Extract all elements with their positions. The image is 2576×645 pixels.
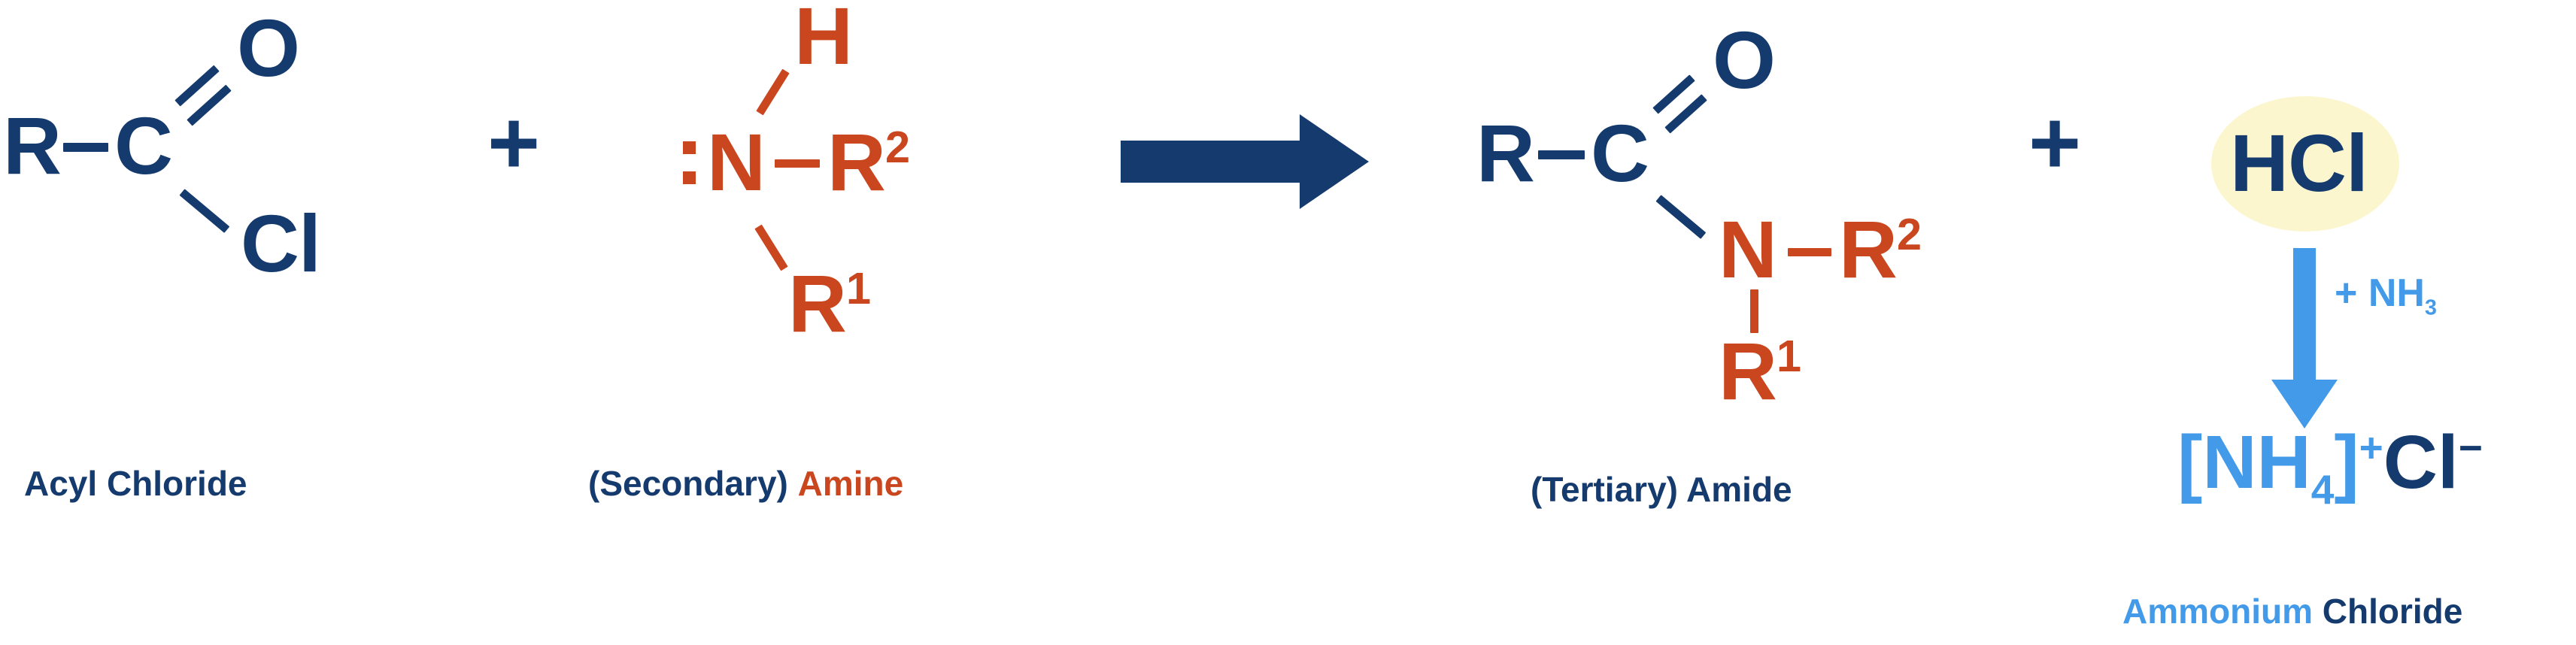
- amine-n-h-bond: [756, 68, 790, 116]
- acyl-chloride-caption: Acyl Chloride: [24, 466, 247, 501]
- amide-o-atom: O: [1713, 14, 1776, 105]
- amine-r2-letter: R: [827, 117, 886, 207]
- acyl-chloride-c-cl-bond: [179, 189, 230, 233]
- amine-lone-pair-dot-bottom: [683, 171, 696, 184]
- amine-lone-pair-dot-top: [683, 141, 696, 154]
- chloride-anion: Cl: [2383, 420, 2459, 504]
- acyl-chloride-r-c-bond: [63, 143, 108, 152]
- side-reaction-plus: +: [2335, 271, 2358, 315]
- amide-r2-group: R2: [1839, 209, 1922, 290]
- plus-sign-reactants: +: [487, 98, 540, 188]
- amine-caption-prefix: (Secondary): [588, 464, 788, 503]
- amide-r1-letter: R: [1719, 326, 1777, 416]
- amine-caption: (Secondary) Amine: [588, 466, 903, 501]
- hcl-highlight: [2211, 96, 2399, 232]
- amine-h-atom: H: [794, 0, 853, 81]
- acyl-chloride-c-atom: C: [114, 100, 173, 191]
- amide-caption: (Tertiary) Amide: [1531, 472, 1792, 507]
- side-reaction-reagent-space: [2357, 271, 2368, 315]
- side-reaction-reagent-subscript: 3: [2424, 295, 2437, 320]
- acyl-chloride-o-atom: O: [237, 2, 300, 93]
- plus-sign-reactants-glyph: +: [487, 92, 541, 193]
- side-reaction-arrow-svg: [2271, 248, 2338, 428]
- reaction-arrow: [1121, 113, 1369, 210]
- amide-n-atom: N: [1719, 204, 1777, 295]
- ammonium-bracket-close: ]: [2334, 420, 2359, 504]
- amine-n-r2-bond: [775, 159, 820, 168]
- chloride-charge: −: [2458, 424, 2483, 471]
- acyl-chloride-r-atom: R: [3, 100, 62, 191]
- acyl-chloride-structure: R C O Cl: [0, 0, 481, 316]
- amine-caption-name: Amine: [797, 464, 904, 503]
- plus-sign-products: +: [2028, 98, 2081, 188]
- amide-n-r1-bond: [1750, 289, 1758, 333]
- side-reaction-reagent-formula: NH: [2368, 271, 2425, 315]
- ammonium-chloride-caption: Ammonium Chloride: [2122, 594, 2462, 628]
- side-reaction-arrow: [2271, 248, 2347, 432]
- amide-c-n-bond: [1655, 195, 1707, 239]
- amine-r1-group: R1: [788, 263, 871, 344]
- ammonium-chloride-formula: [NH4]+Cl−: [2177, 424, 2483, 510]
- acyl-chloride-caption-text: Acyl Chloride: [24, 464, 247, 503]
- amine-r1-letter: R: [788, 258, 847, 349]
- ammonium-chloride-caption-space: [2313, 592, 2323, 631]
- amide-r-atom: R: [1476, 108, 1535, 198]
- amine-r1-superscript: 1: [846, 263, 871, 313]
- amide-r2-superscript: 2: [1897, 209, 1922, 259]
- amine-n-atom: N: [707, 117, 766, 207]
- amine-r2-superscript: 2: [885, 122, 910, 172]
- amide-r1-superscript: 1: [1776, 331, 1801, 381]
- amine-caption-space: [788, 464, 798, 503]
- hcl-formula: HCl: [2230, 117, 2368, 208]
- ammonium-chloride-caption-second: Chloride: [2322, 592, 2463, 631]
- ammonium-charge: +: [2359, 424, 2383, 471]
- plus-sign-products-glyph: +: [2028, 92, 2082, 193]
- amine-n-r1-bond: [754, 224, 788, 271]
- ammonium-subscript: 4: [2311, 466, 2335, 513]
- amide-c-atom: C: [1591, 108, 1649, 198]
- amide-r2-letter: R: [1839, 204, 1898, 295]
- amide-r-c-bond: [1538, 150, 1585, 159]
- amine-r2-group: R2: [827, 122, 910, 203]
- amide-r1-group: R1: [1719, 331, 1801, 412]
- amine-structure: H N R2 R1: [647, 0, 1038, 391]
- ammonium-bracket-open: [: [2177, 420, 2203, 504]
- reaction-arrow-svg: [1121, 114, 1369, 209]
- acyl-chloride-cl-atom: Cl: [241, 198, 321, 289]
- amide-caption-text: (Tertiary) Amide: [1531, 470, 1792, 509]
- amide-structure: R C O N R2 R1: [1470, 0, 1997, 421]
- ammonium-chloride-caption-first: Ammonium: [2122, 592, 2313, 631]
- amide-n-r2-bond: [1788, 248, 1831, 256]
- ammonium-core: NH: [2202, 420, 2311, 504]
- side-reaction-reagent: + NH3: [2335, 271, 2437, 319]
